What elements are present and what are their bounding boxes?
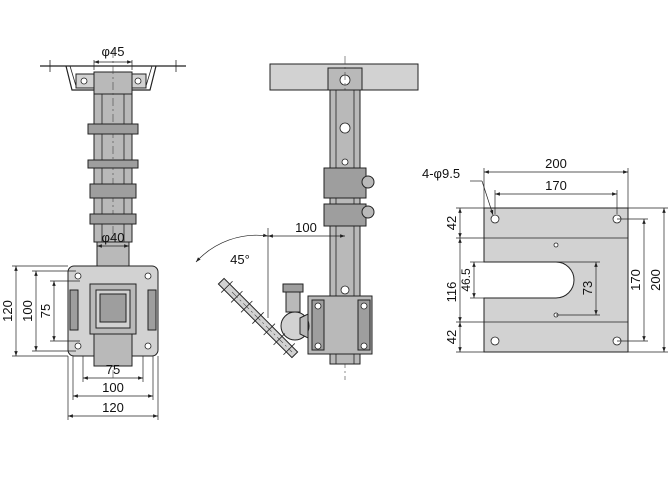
dim-pipe-dia-top: φ45 [102, 44, 125, 59]
side-view: 100 45° [195, 56, 419, 380]
base-plate-view: 200 170 4-φ9.5 42 116 42 46.5 73 170 [422, 156, 668, 353]
dim-base-slot-mid: 116 [444, 282, 459, 303]
dim-base-slot-depth: 73 [580, 281, 595, 295]
dim-base-width: 200 [545, 156, 567, 171]
base-plate [483, 207, 629, 353]
dim-base-hole-pitch-v: 170 [628, 269, 643, 291]
dim-hole-pitch-inner-v: 75 [38, 304, 53, 318]
dim-plate-height: 120 [0, 300, 15, 322]
dim-base-slot-width: 46.5 [459, 268, 473, 292]
dim-hole-pitch-outer-v: 100 [20, 300, 35, 322]
label-hole-spec: 4-φ9.5 [422, 166, 460, 181]
dim-base-edge-top: 42 [444, 216, 459, 230]
dim-pipe-dia-lower: φ40 [102, 230, 125, 245]
front-view: φ45 φ40 120 100 75 75 100 120 [0, 44, 186, 420]
dim-base-hole-pitch-h: 170 [545, 178, 567, 193]
dim-reach: 100 [295, 220, 317, 235]
dim-base-height: 200 [648, 269, 663, 291]
dim-hole-pitch-outer-h: 100 [102, 380, 124, 395]
dim-hole-pitch-inner-h: 75 [106, 362, 120, 377]
dim-base-edge-bottom: 42 [444, 330, 459, 344]
dim-plate-width: 120 [102, 400, 124, 415]
dim-tilt-angle: 45° [230, 252, 250, 267]
